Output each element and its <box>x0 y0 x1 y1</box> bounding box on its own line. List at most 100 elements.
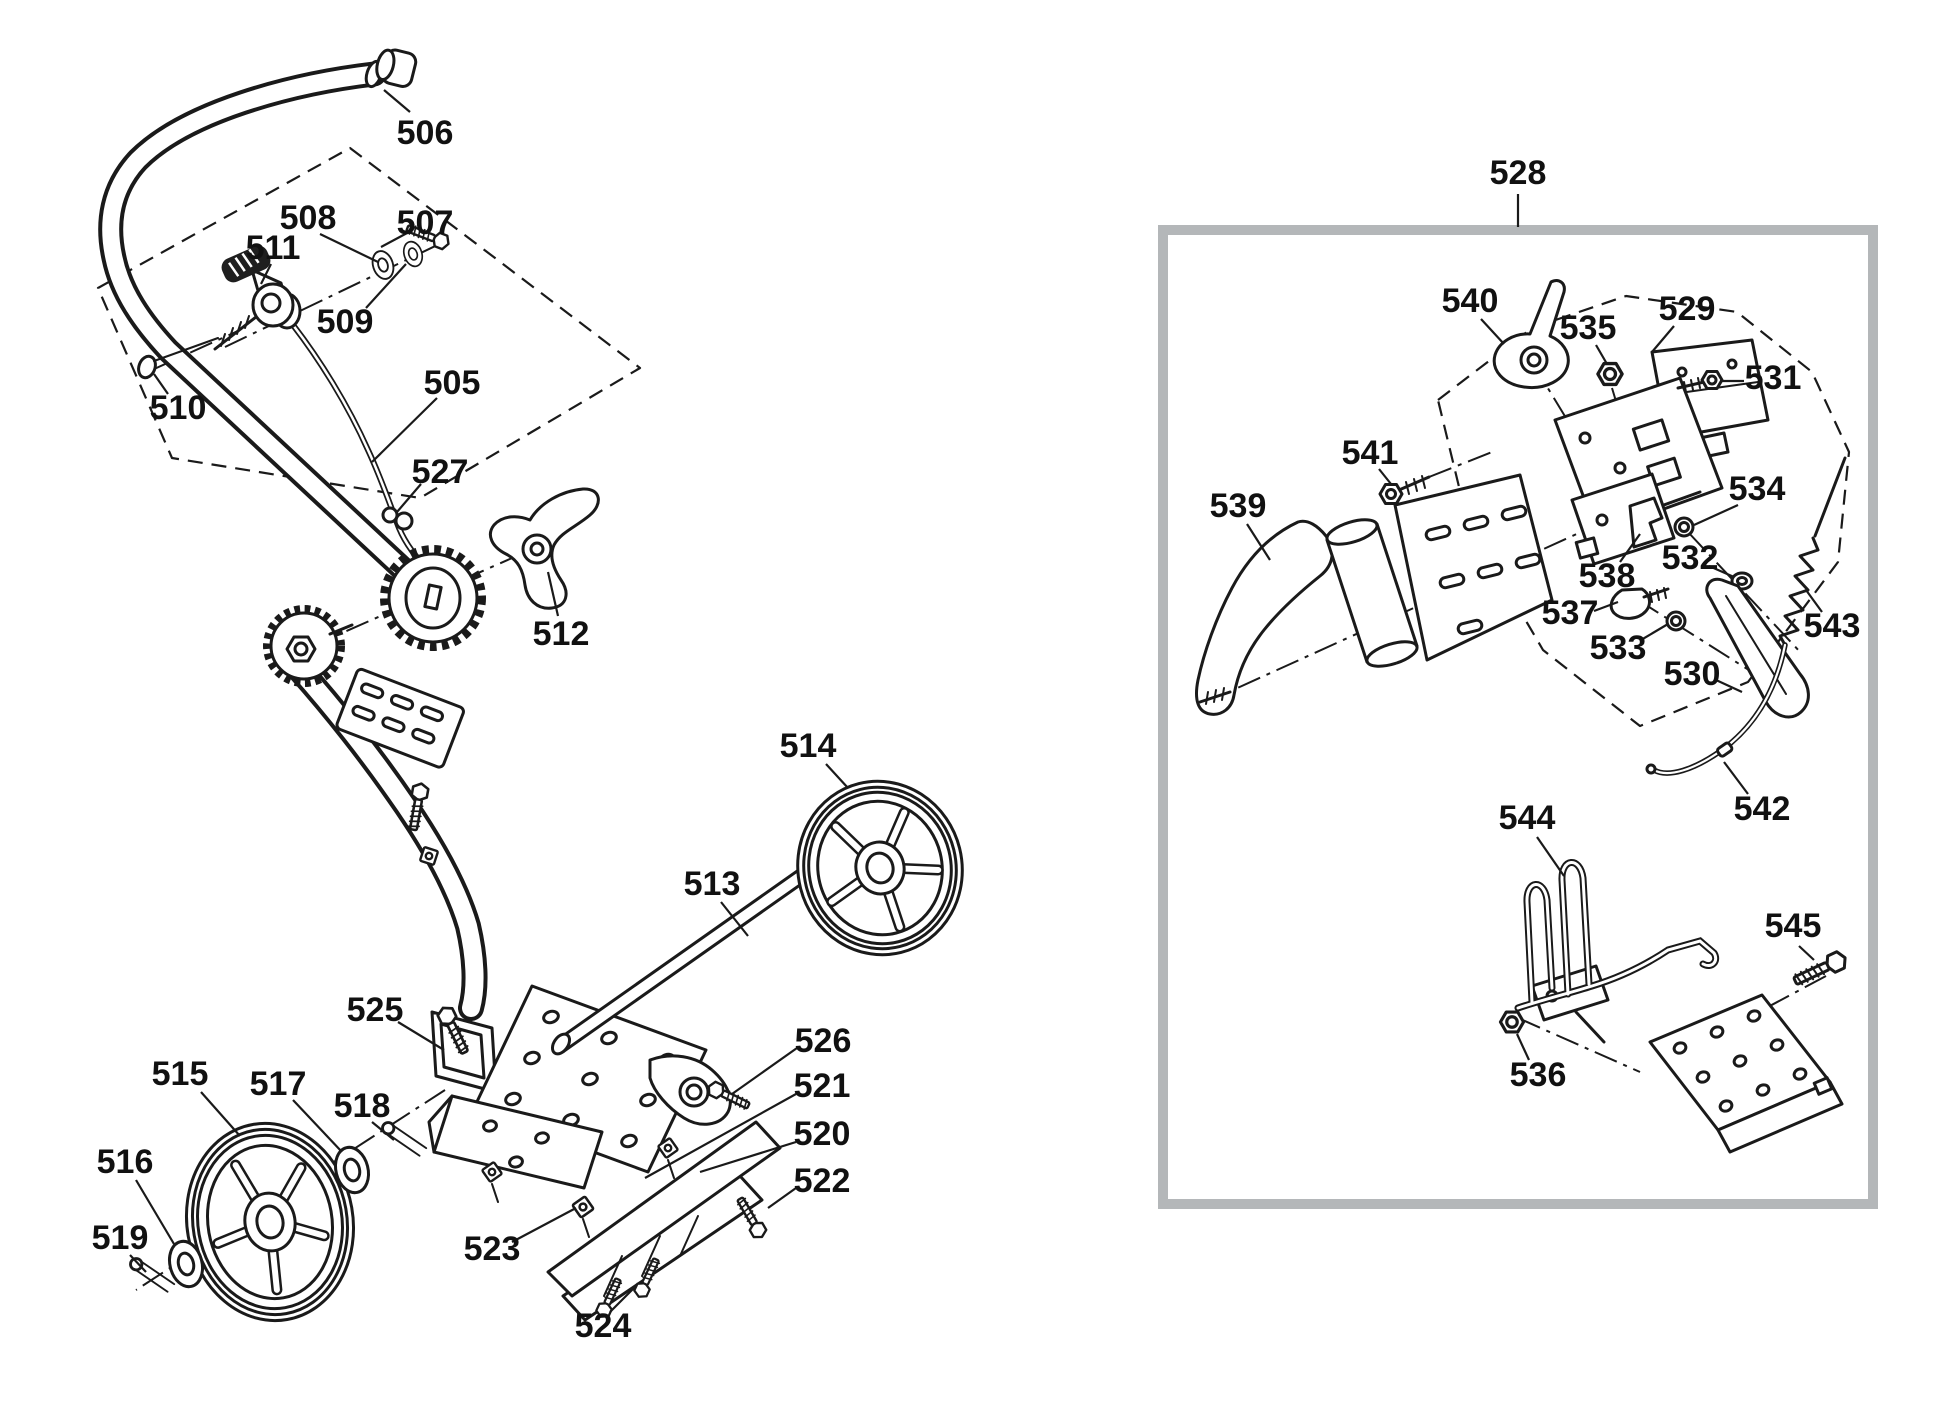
part-label-515: 515 <box>152 1055 209 1093</box>
leader-line-513 <box>720 901 749 937</box>
inset-slotted-plate <box>1393 473 1554 662</box>
leader-line-512 <box>546 571 560 617</box>
leader-line-521 <box>644 1093 797 1179</box>
pivot-arm <box>648 1054 732 1126</box>
leader-line-527 <box>396 483 422 513</box>
leader-line-520 <box>699 1140 797 1174</box>
dashed-region-507 <box>96 146 642 500</box>
wheel-515 <box>184 1121 356 1323</box>
spring-543 <box>1778 456 1847 647</box>
part-label-528: 528 <box>1490 154 1547 192</box>
leader-line-543 <box>1805 589 1823 613</box>
leader-line-529 <box>1651 325 1675 353</box>
bevel-gear <box>380 545 486 651</box>
leader-line-509 <box>365 263 407 309</box>
part-label-533: 533 <box>1590 629 1647 667</box>
gear-quadrant <box>263 605 354 687</box>
part-label-539: 539 <box>1210 487 1267 525</box>
part-label-529: 529 <box>1659 290 1716 328</box>
nut-535 <box>1596 361 1624 387</box>
spacer-nut-523b <box>571 1195 595 1219</box>
screw-510 <box>137 337 219 380</box>
dashed-region-529 <box>1436 294 1851 728</box>
part-labels: 5055065075085095105115125135145155165175… <box>92 89 1861 1345</box>
part-label-522: 522 <box>794 1162 851 1200</box>
cable-542 <box>1645 642 1788 776</box>
part-label-545: 545 <box>1765 907 1822 945</box>
part-label-506: 506 <box>397 114 454 152</box>
leader-line-533 <box>1640 623 1669 641</box>
part-label-543: 543 <box>1804 607 1861 645</box>
part-label-535: 535 <box>1560 309 1617 347</box>
part-label-526: 526 <box>795 1022 852 1060</box>
cotter-pin-518 <box>381 1121 428 1158</box>
leader-line-541 <box>1378 468 1392 485</box>
screw-541 <box>1378 475 1431 505</box>
part-label-544: 544 <box>1499 799 1556 837</box>
part-label-534: 534 <box>1729 470 1786 508</box>
leader-line-525 <box>397 1021 445 1051</box>
knob-537 <box>1609 587 1670 620</box>
part-label-537: 537 <box>1542 594 1599 632</box>
part-label-520: 520 <box>794 1115 851 1153</box>
leader-line-535 <box>1595 344 1608 365</box>
part-label-519: 519 <box>92 1219 149 1257</box>
part-label-510: 510 <box>150 389 207 427</box>
wing-knob-512 <box>489 487 600 610</box>
handle-cap-506 <box>375 48 418 88</box>
part-label-521: 521 <box>794 1067 851 1105</box>
nut-536 <box>1498 1010 1526 1034</box>
main-assembly <box>96 48 964 1323</box>
part-label-516: 516 <box>97 1143 154 1181</box>
nut-533 <box>1665 610 1687 632</box>
part-label-509: 509 <box>317 303 374 341</box>
wire-holder-544 <box>1514 859 1720 1044</box>
part-label-508: 508 <box>280 199 337 237</box>
inset-sub-assembly-528 <box>1158 225 1878 1209</box>
frame-square-nut <box>418 845 440 867</box>
part-label-523: 523 <box>464 1230 521 1268</box>
cable-clamp-527 <box>381 506 414 531</box>
leader-line-517 <box>292 1099 343 1153</box>
part-label-525: 525 <box>347 991 404 1029</box>
part-label-538: 538 <box>1579 557 1636 595</box>
leader-line-540 <box>1480 318 1505 345</box>
part-label-531: 531 <box>1745 359 1802 397</box>
part-label-541: 541 <box>1342 434 1399 472</box>
leader-line-507 <box>380 231 410 248</box>
leader-line-506 <box>383 89 411 113</box>
leader-line-523 <box>511 1207 577 1243</box>
leader-line-544 <box>1536 836 1565 877</box>
part-label-511: 511 <box>246 229 301 267</box>
part-label-527: 527 <box>412 453 469 491</box>
part-label-517: 517 <box>250 1065 307 1103</box>
part-label-512: 512 <box>533 615 590 653</box>
part-label-536: 536 <box>1510 1056 1567 1094</box>
part-label-530: 530 <box>1664 655 1721 693</box>
screw-531 <box>1676 370 1724 393</box>
slotted-bracket <box>335 667 465 769</box>
part-label-514: 514 <box>780 727 837 765</box>
lever-assembly-511 <box>213 245 302 351</box>
leader-line-532 <box>1708 564 1735 579</box>
leader-line-518 <box>371 1121 395 1141</box>
inset-tube <box>1325 518 1419 668</box>
leader-line-508 <box>319 233 379 263</box>
leader-line-526 <box>731 1047 798 1095</box>
leader-line-538 <box>1619 533 1641 563</box>
leader-line-542 <box>1723 761 1749 795</box>
leader-line-534 <box>1693 503 1739 527</box>
part-label-532: 532 <box>1662 539 1719 577</box>
nut-534 <box>1673 516 1695 538</box>
part-label-505: 505 <box>424 364 481 402</box>
leader-line-514 <box>825 763 849 789</box>
lever-540 <box>1492 279 1570 390</box>
leader-line-519 <box>129 1254 147 1273</box>
leader-line-511 <box>260 263 272 285</box>
part-label-540: 540 <box>1442 282 1499 320</box>
leader-line-545 <box>1798 945 1815 961</box>
latch-piece-538 <box>1628 496 1664 549</box>
part-label-518: 518 <box>334 1087 391 1125</box>
leader-line-530 <box>1715 679 1743 693</box>
